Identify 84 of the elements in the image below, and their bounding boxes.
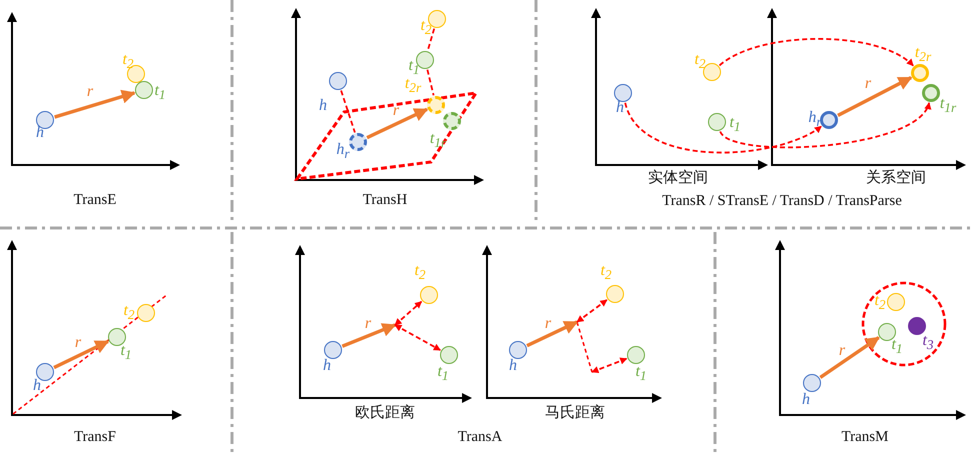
point-circle xyxy=(922,84,940,102)
point-label: h xyxy=(33,378,41,394)
arrow xyxy=(526,320,578,348)
point-label: t$_{1}$ xyxy=(437,364,449,384)
point-label: t$_{2}$ xyxy=(874,292,886,314)
point-circle xyxy=(878,323,896,341)
point-circle xyxy=(908,317,926,335)
point-label: h xyxy=(323,358,331,374)
point-label: t$_{2r}$ xyxy=(404,76,422,96)
edge-label: r xyxy=(392,103,400,119)
point-circle xyxy=(349,133,367,151)
point-label: h xyxy=(319,98,327,114)
edge-label: r xyxy=(86,84,94,100)
arrow xyxy=(837,76,912,117)
caption: 关系空间 xyxy=(866,169,926,187)
projection-line xyxy=(340,90,356,133)
caption: TransE xyxy=(74,191,116,209)
caption: 欧氏距离 xyxy=(355,404,415,422)
point-circle xyxy=(108,328,126,346)
point-circle xyxy=(887,293,905,311)
point-label: h xyxy=(616,100,624,116)
dashed-arrow xyxy=(718,38,914,66)
point-circle xyxy=(416,51,434,69)
arrow xyxy=(342,323,396,348)
caption: TransM xyxy=(842,428,888,446)
caption: TransF xyxy=(74,428,116,446)
point-circle xyxy=(329,72,347,90)
point-label: t$_{2r}$ xyxy=(914,44,932,66)
dashed-arrow xyxy=(394,324,441,351)
point-label: t$_{1}$ xyxy=(891,336,903,358)
edge-label: r xyxy=(364,316,372,332)
point-label: t$_{2}$ xyxy=(414,262,426,284)
projection-line xyxy=(426,28,436,51)
point-label: t$_{2}$ xyxy=(420,18,432,38)
arrow xyxy=(366,108,428,140)
edge-label: r xyxy=(544,316,552,332)
caption: 马氏距离 xyxy=(545,404,605,422)
point-label: t$_{3}$ xyxy=(922,332,934,354)
point-circle xyxy=(440,346,458,364)
point-circle xyxy=(708,113,726,131)
point-label: h xyxy=(36,125,44,141)
point-label: t$_{1}$ xyxy=(408,58,420,78)
dashed-arrow xyxy=(576,299,608,323)
dashed-arrow xyxy=(720,102,930,148)
edge-label: r xyxy=(838,343,846,359)
arrow xyxy=(53,340,110,370)
point-circle xyxy=(135,81,153,99)
dashed-arrow xyxy=(394,300,422,326)
point-label: t$_{2}$ xyxy=(600,262,612,284)
point-circle xyxy=(427,96,445,114)
caption: 实体空间 xyxy=(648,169,708,187)
point-label: t$_{1r}$ xyxy=(430,130,446,152)
point-circle xyxy=(420,286,438,304)
dashed-arrow xyxy=(591,358,628,374)
point-label: t$_{1}$ xyxy=(120,342,132,364)
point-circle xyxy=(324,341,342,359)
edge-label: r xyxy=(74,335,82,351)
point-label: t$_{2}$ xyxy=(123,302,135,324)
arrow xyxy=(54,90,136,119)
point-label: h xyxy=(509,358,517,374)
point-label: h$_{r}$ xyxy=(336,142,350,162)
edge-label: r xyxy=(864,76,872,92)
point-circle xyxy=(911,64,929,82)
point-circle xyxy=(509,341,527,359)
projection-line xyxy=(426,69,434,96)
point-circle xyxy=(820,111,838,129)
point-circle xyxy=(614,84,632,102)
point-label: t$_{1}$ xyxy=(154,82,166,104)
point-circle xyxy=(137,304,155,322)
point-label: t$_{1}$ xyxy=(635,364,647,384)
point-label: t$_{2}$ xyxy=(694,52,706,72)
caption: TransR / STransE / TransD / TransParse xyxy=(662,192,902,210)
point-circle xyxy=(627,346,645,364)
point-circle xyxy=(443,112,461,130)
dashed-arrow xyxy=(624,102,822,154)
caption: TransH xyxy=(362,191,408,209)
point-label: t$_{2}$ xyxy=(122,52,134,72)
arrow xyxy=(819,336,880,379)
point-label: t$_{1r}$ xyxy=(940,96,956,116)
point-circle xyxy=(606,285,624,303)
caption: TransA xyxy=(458,428,502,446)
point-label: h xyxy=(802,392,810,408)
point-circle xyxy=(803,374,821,392)
point-label: t$_{1}$ xyxy=(729,114,741,136)
